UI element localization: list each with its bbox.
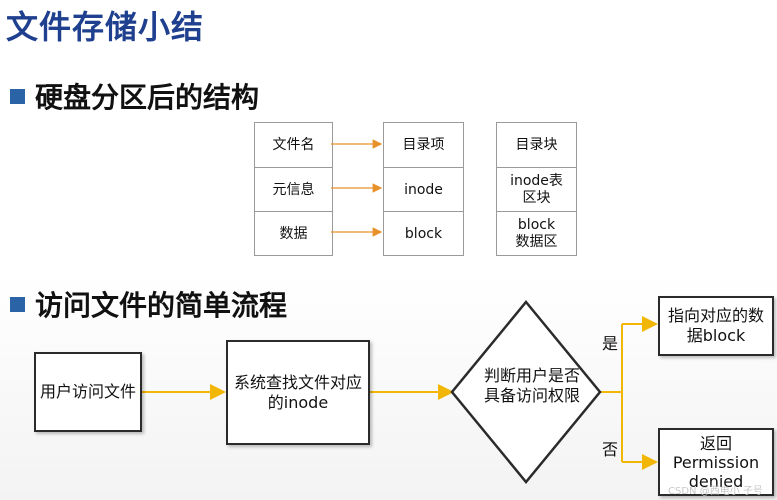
disk-blocks-table: 目录块 inode表 区块 block 数据区 — [496, 122, 577, 256]
flow-result-permission-denied: 返回 Permission denied — [658, 428, 774, 496]
branch-label-no: 否 — [602, 440, 619, 459]
flow-decision-text: 判断用户是否 具备访问权限 — [483, 366, 580, 405]
table-cell-dir-block: 目录块 — [515, 136, 558, 153]
section-heading-text: 硬盘分区后的结构 — [35, 81, 260, 114]
table-cell-filename: 文件名 — [272, 136, 315, 153]
bullet-square-icon — [10, 296, 25, 312]
section-heading-text: 访问文件的简单流程 — [35, 289, 288, 322]
watermark-text: CSDN @西电小 子号 — [668, 486, 763, 497]
slide-title: 文件存储小结 — [6, 8, 205, 46]
branch-label-yes: 是 — [602, 334, 619, 353]
table-cell-block-area: block 数据区 — [497, 211, 576, 256]
table-cell-inode: inode — [384, 167, 463, 212]
table-cell-inode-table: inode表 区块 — [497, 167, 576, 212]
directory-table: 目录项 inode block — [383, 122, 464, 256]
flow-step-find-inode: 系统查找文件对应 的inode — [226, 340, 370, 445]
file-structure-table: 文件名 元信息 数据 — [254, 122, 333, 256]
table-cell-metadata: 元信息 — [255, 167, 332, 212]
table-cell-block: block — [384, 211, 463, 256]
section-heading-partition: 硬盘分区后的结构 — [10, 76, 259, 116]
table-cell-dir-entry: 目录项 — [402, 136, 445, 153]
bullet-square-icon — [10, 88, 25, 104]
flow-step-user-access: 用户访问文件 — [34, 352, 142, 432]
table-cell-data: 数据 — [255, 211, 332, 256]
section-heading-flow: 访问文件的简单流程 — [10, 284, 287, 324]
flow-result-point-block: 指向对应的数 据block — [658, 296, 774, 356]
decision-diamond — [450, 300, 602, 484]
